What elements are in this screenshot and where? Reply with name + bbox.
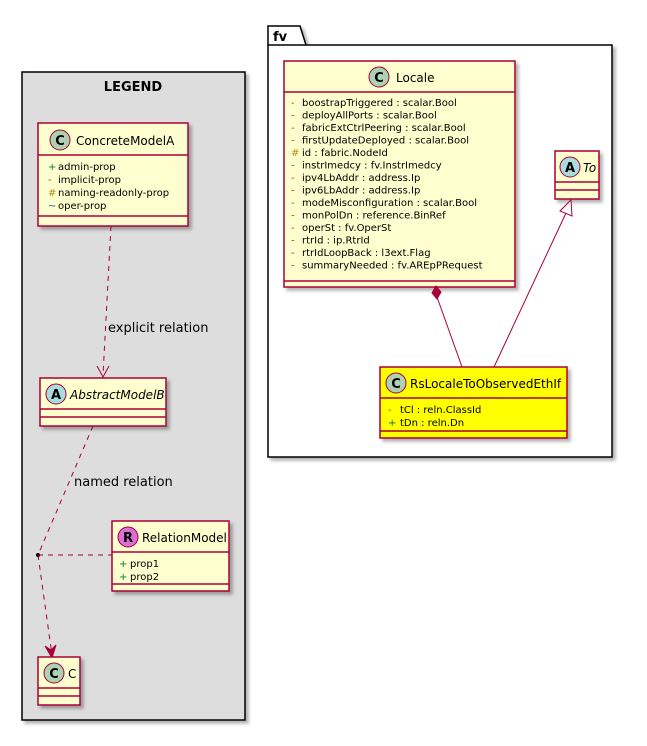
property-vis: - bbox=[291, 261, 295, 272]
property-vis: - bbox=[291, 211, 295, 222]
property-vis: + bbox=[119, 572, 127, 583]
class-a-icon bbox=[45, 383, 67, 405]
property-vis: - bbox=[291, 173, 295, 184]
property-vis: - bbox=[291, 198, 295, 209]
inheritance-relation bbox=[493, 198, 573, 368]
stereotype-letter: R bbox=[123, 531, 133, 546]
property-vis: - bbox=[291, 248, 295, 259]
composition-relation bbox=[431, 285, 463, 368]
package-name: fv bbox=[273, 30, 288, 45]
class-name: RsLocaleToObservedEthIf bbox=[410, 377, 562, 391]
property-text: ipv4LbAddr : address.Ip bbox=[302, 173, 420, 184]
class-locale[interactable]: C Locale -boostrapTriggered : scalar.Boo… bbox=[283, 60, 516, 288]
property-vis: - bbox=[291, 161, 295, 172]
class-name: AbstractModelB bbox=[69, 388, 165, 402]
property-vis: + bbox=[388, 418, 396, 429]
property-vis: - bbox=[291, 98, 295, 109]
property-vis: - bbox=[48, 175, 52, 186]
property-text: firstUpdateDeployed : scalar.Bool bbox=[302, 136, 469, 147]
property-vis: + bbox=[119, 559, 127, 570]
property-text: implicit-prop bbox=[58, 175, 121, 186]
class-c-icon bbox=[49, 129, 71, 151]
property-vis: - bbox=[291, 123, 295, 134]
named-relation-arrow: named relation bbox=[36, 425, 173, 660]
property-vis: # bbox=[291, 148, 299, 159]
legend-title: LEGEND bbox=[104, 80, 163, 95]
class-r-icon bbox=[117, 526, 139, 548]
property-text: rtrId : ip.RtrId bbox=[302, 236, 370, 247]
explicit-relation-arrow: explicit relation bbox=[96, 225, 208, 379]
class-c[interactable]: C C bbox=[37, 656, 81, 706]
property-vis: - bbox=[291, 136, 295, 147]
property-vis: - bbox=[291, 111, 295, 122]
property-text: deployAllPorts : scalar.Bool bbox=[302, 111, 437, 122]
property-text: monPolDn : reference.BinRef bbox=[302, 211, 446, 222]
named-relation-label: named relation bbox=[74, 475, 173, 490]
property-vis: - bbox=[291, 186, 295, 197]
property-text: naming-readonly-prop bbox=[58, 188, 169, 199]
class-name: Locale bbox=[396, 71, 434, 85]
property-vis: ~ bbox=[48, 201, 56, 212]
property-vis: - bbox=[291, 223, 295, 234]
class-c-icon bbox=[385, 372, 407, 394]
property-text: tDn : reln.Dn bbox=[400, 418, 464, 429]
stereotype-letter: C bbox=[374, 71, 384, 86]
property-list: + admin-prop - implicit-prop # naming-re… bbox=[48, 162, 169, 212]
stereotype-letter: C bbox=[55, 134, 65, 149]
stereotype-letter: C bbox=[391, 377, 401, 392]
class-to[interactable]: A To bbox=[554, 150, 600, 200]
property-text: boostrapTriggered : scalar.Bool bbox=[302, 98, 457, 109]
property-vis: - bbox=[388, 405, 392, 416]
class-a-icon bbox=[559, 156, 581, 178]
property-text: id : fabric.NodeId bbox=[302, 148, 388, 159]
class-c-icon bbox=[368, 66, 390, 88]
property-text: tCl : reln.ClassId bbox=[400, 405, 481, 416]
class-relation-model[interactable]: R RelationModel + prop1 + prop2 bbox=[111, 520, 230, 592]
stereotype-letter: C bbox=[49, 667, 59, 682]
property-text: operSt : fv.OperSt bbox=[302, 223, 391, 234]
property-vis: + bbox=[48, 162, 56, 173]
class-rs-locale-to-observed-eth-if[interactable]: C RsLocaleToObservedEthIf - tCl : reln.C… bbox=[379, 366, 568, 439]
property-text: modeMisconfiguration : scalar.Bool bbox=[302, 198, 477, 209]
stereotype-letter: A bbox=[51, 388, 61, 403]
class-name: To bbox=[583, 161, 596, 175]
property-text: oper-prop bbox=[58, 201, 106, 212]
property-vis: # bbox=[48, 188, 56, 199]
class-name: C bbox=[68, 667, 76, 681]
class-abstract-model-b[interactable]: A AbstractModelB bbox=[39, 377, 167, 427]
class-concrete-model-a[interactable]: C ConcreteModelA + admin-prop - implicit… bbox=[37, 122, 189, 227]
property-text: prop1 bbox=[130, 559, 159, 570]
property-text: rtrIdLoopBack : l3ext.Flag bbox=[302, 248, 431, 259]
class-name: ConcreteModelA bbox=[76, 134, 175, 148]
class-c-icon bbox=[43, 662, 65, 684]
property-text: fabricExtCtrlPeering : scalar.Bool bbox=[302, 123, 466, 134]
stereotype-letter: A bbox=[565, 161, 575, 176]
class-name: RelationModel bbox=[142, 531, 227, 545]
property-text: ipv6LbAddr : address.Ip bbox=[302, 186, 420, 197]
property-text: summaryNeeded : fv.AREpPRequest bbox=[302, 261, 483, 272]
property-list: -boostrapTriggered : scalar.Bool-deployA… bbox=[291, 98, 483, 272]
property-text: instrImedcy : fv.InstrImedcy bbox=[302, 161, 442, 172]
explicit-relation-label: explicit relation bbox=[108, 321, 208, 336]
property-text: admin-prop bbox=[58, 162, 116, 173]
property-text: prop2 bbox=[130, 572, 159, 583]
property-vis: - bbox=[291, 236, 295, 247]
